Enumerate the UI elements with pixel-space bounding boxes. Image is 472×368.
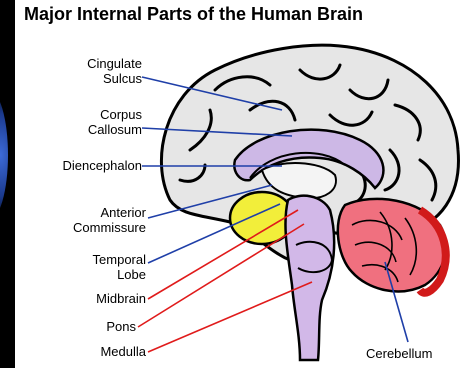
- label-diencephalon: Diencephalon: [20, 158, 142, 173]
- leader-pons: [138, 224, 304, 327]
- label-anterior-commissure: Anterior Commissure: [40, 205, 146, 235]
- label-cingulate-line2: Sulcus: [60, 71, 142, 86]
- label-temporal-line2: Lobe: [60, 267, 146, 282]
- brainstem: [285, 196, 334, 360]
- label-midbrain: Midbrain: [60, 291, 146, 306]
- leader-medulla: [148, 282, 312, 352]
- label-corpus-line1: Corpus: [60, 107, 142, 122]
- label-corpus-line2: Callosum: [60, 122, 142, 137]
- leader-midbrain: [148, 210, 298, 299]
- label-cingulate-sulcus: Cingulate Sulcus: [60, 56, 142, 86]
- label-temporal-line1: Temporal: [60, 252, 146, 267]
- label-corpus-callosum: Corpus Callosum: [60, 107, 142, 137]
- label-cerebellum: Cerebellum: [366, 346, 432, 361]
- label-cingulate-line1: Cingulate: [60, 56, 142, 71]
- label-temporal-lobe: Temporal Lobe: [60, 252, 146, 282]
- label-pons: Pons: [60, 319, 136, 334]
- label-anterior-line2: Commissure: [40, 220, 146, 235]
- label-medulla: Medulla: [60, 344, 146, 359]
- label-anterior-line1: Anterior: [40, 205, 146, 220]
